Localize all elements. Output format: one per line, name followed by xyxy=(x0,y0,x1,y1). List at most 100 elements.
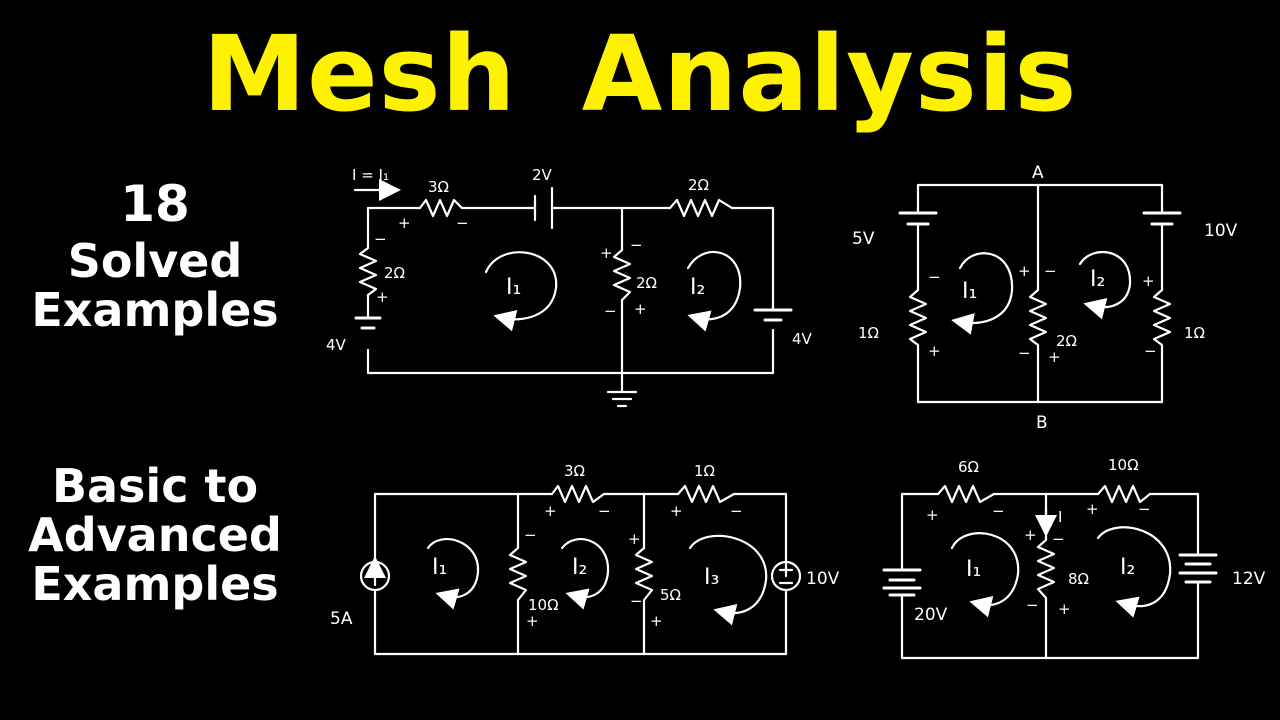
battery-5v xyxy=(898,211,938,226)
mesh-label-2: I₂ xyxy=(572,555,587,580)
side-caption-line: Solved xyxy=(67,234,243,288)
resistor-1ohm-left xyxy=(908,288,928,347)
label-v-10v: 10V xyxy=(1204,221,1238,241)
polarity: + xyxy=(376,288,389,306)
mesh-label-1: I₁ xyxy=(966,557,981,582)
label-v-4v-left: 4V xyxy=(326,336,347,354)
polarity: − xyxy=(992,502,1005,520)
polarity: − xyxy=(604,302,617,320)
side-caption-line: Examples xyxy=(31,282,279,337)
resistor-2ohm-mid xyxy=(612,248,632,302)
label-v-2v: 2V xyxy=(532,166,553,184)
label-v-12v: 12V xyxy=(1232,569,1266,589)
polarity: + xyxy=(1048,348,1061,366)
polarity: − xyxy=(1026,596,1039,614)
side-caption-line: Basic to xyxy=(51,459,259,513)
polarity: − xyxy=(374,230,387,248)
resistor-10ohm xyxy=(508,546,528,602)
polarity: + xyxy=(670,502,683,520)
polarity: − xyxy=(524,526,537,544)
battery-4v-left xyxy=(354,316,382,330)
polarity: − xyxy=(630,592,643,610)
label-v-10v: 10V xyxy=(806,569,840,589)
polarity: + xyxy=(650,612,663,630)
polarity: − xyxy=(456,214,469,232)
resistor-2ohm-mid xyxy=(1028,288,1048,347)
polarity: + xyxy=(1024,526,1037,544)
mesh-loop-2 xyxy=(686,250,742,332)
mesh-label-2: I₂ xyxy=(1120,555,1135,580)
label-r-10ohm: 10Ω xyxy=(528,596,559,614)
circuit-3-labels: 5A 3Ω 1Ω 10Ω 5Ω 10V I₁ I₂ I₃ + − + − − +… xyxy=(330,462,840,630)
mesh-loop-2 xyxy=(1096,526,1172,618)
polarity: + xyxy=(1142,272,1155,290)
node-b-label: B xyxy=(1036,413,1048,433)
mesh-label-2: I₂ xyxy=(1090,267,1105,292)
mesh-loop-1 xyxy=(951,252,1014,335)
resistor-2ohm-top xyxy=(668,198,734,218)
circuit-2 xyxy=(898,183,1182,404)
polarity: + xyxy=(926,506,939,524)
polarity: − xyxy=(1052,530,1065,548)
branch-current-label: I xyxy=(1058,508,1062,526)
circuit-2-labels: A B 5V 10V 1Ω 2Ω 1Ω I₁ I₂ − + + − − + + … xyxy=(852,163,1238,433)
resistor-10ohm xyxy=(1096,484,1152,504)
battery-10v xyxy=(1142,211,1182,226)
mesh-loop-1 xyxy=(484,251,558,332)
label-v-5v: 5V xyxy=(852,229,875,249)
resistor-2ohm-left xyxy=(358,246,378,297)
circuit-4-labels: 6Ω 10Ω 8Ω 20V 12V I I₁ I₂ + − + − + − − … xyxy=(914,456,1266,625)
label-source-5a: 5A xyxy=(330,609,353,629)
polarity: + xyxy=(526,612,539,630)
mesh-label-1: I₁ xyxy=(506,275,521,300)
label-r-2ohm-mid: 2Ω xyxy=(636,274,657,292)
side-caption-solved: 18 Solved Examples xyxy=(0,178,310,335)
polarity: + xyxy=(1018,262,1031,280)
label-r-5ohm: 5Ω xyxy=(660,586,681,604)
mesh-loop-2 xyxy=(1078,250,1132,320)
resistor-8ohm xyxy=(1036,538,1056,600)
side-caption-level: Basic to Advanced Examples xyxy=(0,462,310,608)
polarity: + xyxy=(544,502,557,520)
label-r-1ohm-right: 1Ω xyxy=(1184,324,1205,342)
polarity: + xyxy=(634,300,647,318)
mesh-label-1: I₁ xyxy=(962,279,977,304)
polarity: − xyxy=(928,268,941,286)
label-r-2ohm-left: 2Ω xyxy=(384,264,405,282)
battery-20v xyxy=(882,568,922,597)
label-r-2ohm-top: 2Ω xyxy=(688,176,709,194)
polarity: + xyxy=(398,214,411,232)
side-caption-line: Advanced xyxy=(28,507,282,562)
node-a-label: A xyxy=(1032,163,1044,183)
polarity: − xyxy=(630,236,643,254)
battery-2v xyxy=(533,186,554,230)
mesh-label-3: I₃ xyxy=(704,565,719,590)
battery-4v-right xyxy=(753,308,793,322)
polarity: − xyxy=(1144,342,1157,360)
polarity: − xyxy=(1018,344,1031,362)
polarity: − xyxy=(730,502,743,520)
battery-12v xyxy=(1178,553,1218,584)
page-title: Mesh Analysis xyxy=(202,13,1078,135)
label-r-1ohm: 1Ω xyxy=(694,462,715,480)
resistor-1ohm-right xyxy=(1152,288,1172,347)
polarity: − xyxy=(1138,500,1151,518)
polarity: + xyxy=(1086,500,1099,518)
mesh-loop-3 xyxy=(688,534,768,626)
label-r-3ohm: 3Ω xyxy=(564,462,585,480)
resistor-5ohm xyxy=(634,546,654,602)
mesh-loop-1 xyxy=(950,532,1020,618)
label-r-10ohm: 10Ω xyxy=(1108,456,1139,474)
label-r-3ohm: 3Ω xyxy=(428,178,449,196)
mesh-loop-2 xyxy=(560,538,610,610)
polarity: − xyxy=(1044,262,1057,280)
example-count: 18 xyxy=(120,175,190,233)
mesh-label-2: I₂ xyxy=(690,275,705,300)
circuit-3 xyxy=(359,484,802,656)
polarity: + xyxy=(1058,600,1071,618)
resistor-3ohm xyxy=(418,198,464,218)
label-v-4v-right: 4V xyxy=(792,330,813,348)
label-r-2ohm-mid: 2Ω xyxy=(1056,332,1077,350)
resistor-6ohm xyxy=(936,484,996,504)
